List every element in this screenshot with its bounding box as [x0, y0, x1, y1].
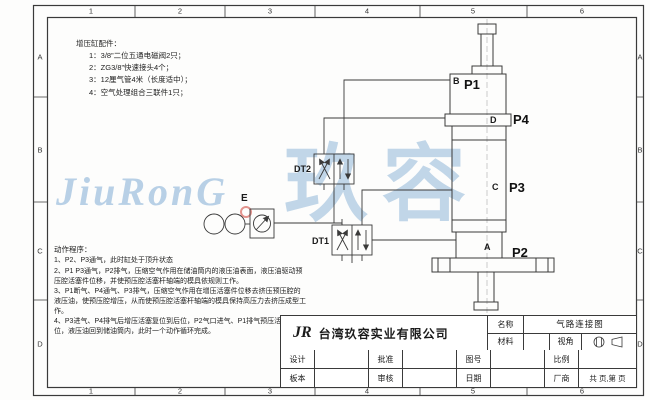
company-cell: JR 台湾玖容实业有限公司	[281, 316, 488, 350]
scale-label: 比例	[545, 350, 579, 368]
air-treatment-unit: E	[203, 193, 275, 239]
date-value	[491, 369, 545, 387]
point-d-label: D	[490, 115, 497, 125]
version-label: 板本	[281, 369, 315, 387]
air-port-labels: P1 P4 P3 P2	[464, 77, 530, 260]
drawing-frame	[32, 4, 645, 397]
tubing-lines	[274, 79, 456, 241]
port-p2-label: P2	[512, 245, 528, 260]
projection-symbol	[582, 334, 636, 351]
port-p1-label: P1	[464, 77, 480, 92]
title-block: JR 台湾玖容实业有限公司 名称 气路连接图 材料 视角	[280, 315, 636, 387]
vendor-label: 厂商	[545, 369, 579, 387]
name-label: 名称	[488, 316, 524, 333]
port-p3-label: P3	[509, 180, 525, 195]
valve-dt1-label: DT1	[312, 236, 329, 246]
drawing-name-value: 气路连接图	[556, 319, 604, 330]
material-value	[524, 333, 550, 350]
review-value	[403, 369, 457, 387]
design-value	[315, 350, 369, 368]
solenoid-valve-dt2: DT2	[294, 148, 355, 192]
air-unit-circle-icon	[224, 213, 246, 235]
view-angle-label: 视角	[550, 333, 582, 350]
company-name: 台湾玖容实业有限公司	[318, 326, 449, 341]
review-label: 审核	[369, 369, 403, 387]
point-b-label: B	[453, 76, 460, 86]
valve-dt2-label: DT2	[294, 164, 311, 174]
design-label: 设计	[281, 350, 315, 368]
approve-value	[403, 350, 457, 368]
version-value	[315, 369, 369, 387]
air-unit-label: E	[241, 193, 248, 204]
regulator-gauge-icon	[253, 214, 271, 233]
booster-cylinder-drawing	[431, 19, 555, 313]
solenoid-valve-dt1: DT1	[312, 219, 373, 263]
approve-label: 批准	[369, 350, 403, 368]
point-c-label: C	[492, 182, 499, 192]
air-unit-circle-icon	[203, 213, 225, 235]
drawing-no-label: 图号	[457, 350, 491, 368]
company-logo: JR	[293, 324, 312, 341]
projection-symbol-icon	[593, 336, 623, 348]
drawing-no-value	[491, 350, 545, 368]
pages-cell: 共 页,第 页	[589, 373, 626, 383]
point-a-label: A	[484, 242, 491, 252]
port-point-labels: B D C A	[453, 76, 499, 252]
port-p4-label: P4	[513, 112, 530, 127]
material-label: 材料	[488, 333, 524, 350]
scale-value	[579, 350, 636, 368]
date-label: 日期	[457, 369, 491, 387]
